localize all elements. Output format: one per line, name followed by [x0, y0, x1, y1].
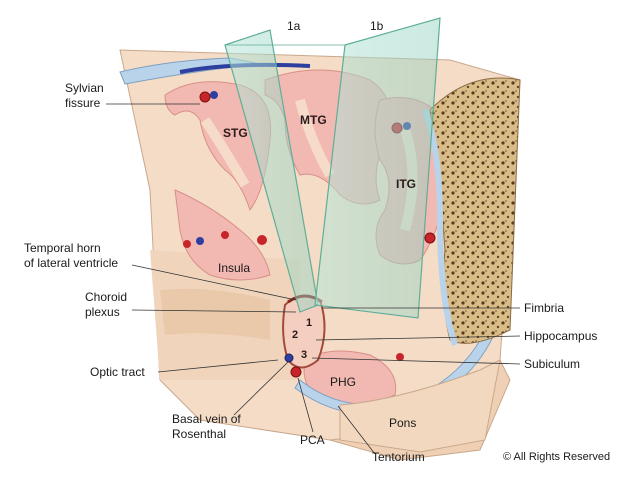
choroid-label-2: plexus — [85, 305, 120, 319]
stg-label: STG — [223, 126, 248, 140]
temporal-horn-label-1: Temporal horn — [24, 241, 101, 255]
sylvian-label-1: Sylvian — [65, 81, 104, 95]
optic-tract-label: Optic tract — [90, 365, 145, 379]
hippocampus-label: Hippocampus — [524, 329, 597, 343]
section-planes — [224, 17, 441, 319]
leader-lines — [106, 103, 521, 455]
number-3: 3 — [301, 349, 307, 361]
sylvian-label-2: fissure — [65, 96, 101, 110]
pons-region — [339, 359, 501, 453]
itg-label: ITG — [396, 177, 416, 191]
basal-vein-label-1: Basal vein of — [172, 412, 241, 426]
choroid-label-1: Choroid — [85, 290, 127, 304]
number-2: 2 — [292, 329, 298, 341]
temporal-horn-label-2: of lateral ventricle — [24, 256, 118, 270]
pca-label: PCA — [300, 433, 325, 447]
insula-label: Insula — [218, 261, 250, 275]
mtg-label: MTG — [300, 113, 327, 127]
pons-label: Pons — [389, 416, 416, 430]
skull-bone — [422, 77, 521, 346]
number-1: 1 — [306, 317, 312, 329]
phg-label: PHG — [330, 375, 356, 389]
plane-1a-label: 1a — [287, 19, 301, 33]
basal-vein-label-2: Rosenthal — [172, 427, 226, 441]
tentorium-label: Tentorium — [372, 450, 425, 464]
copyright-text: © All Rights Reserved — [503, 451, 610, 463]
plane-1b-label: 1b — [370, 19, 384, 33]
fimbria-label: Fimbria — [524, 301, 564, 315]
subiculum-label: Subiculum — [524, 357, 580, 371]
